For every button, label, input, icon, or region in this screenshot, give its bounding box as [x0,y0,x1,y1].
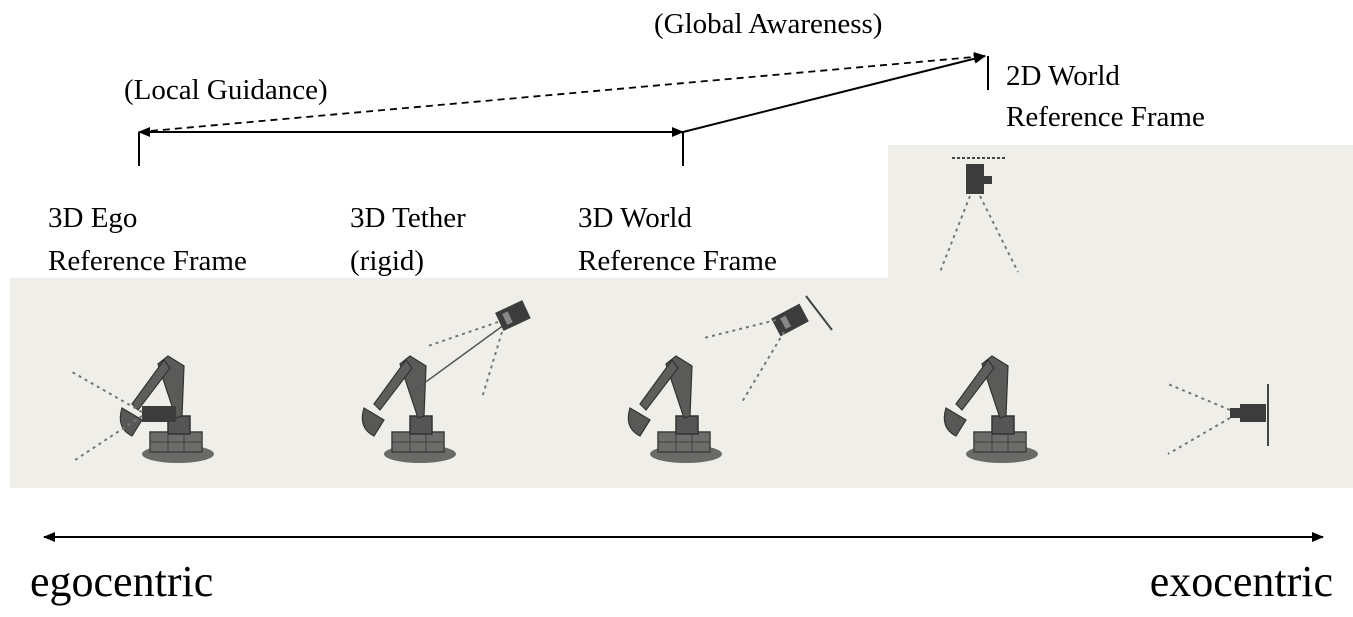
global-awareness-arrow [682,53,986,133]
world-2d-label-line2: Reference Frame [1006,101,1205,133]
global-awareness-label: (Global Awareness) [654,8,883,40]
camera-icon [495,300,531,331]
ego-3d-label-line2: Reference Frame [48,245,247,277]
tether-scene [361,300,531,464]
local-guidance-label: (Local Guidance) [124,74,328,106]
tether-3d-label-line2: (rigid) [350,245,425,277]
world-3d-scene [627,295,833,464]
world-3d-label-line2: Reference Frame [578,245,777,277]
camera-icon [142,406,176,422]
global-awareness-dashed-arrow [138,52,986,133]
camera-icon [771,303,809,337]
tether-3d-label-line1: 3D Tether [350,202,466,234]
egocentric-label: egocentric [30,557,214,606]
photo-panel-top [888,145,1353,280]
world-2d-scene [939,157,1269,464]
top-camera-icon [939,157,1019,273]
ego-3d-label-line1: 3D Ego [48,202,138,234]
exocentric-label: exocentric [1149,557,1333,606]
ego-scene [71,355,215,464]
world-3d-label-line1: 3D World [578,202,692,234]
world-2d-label-line1: 2D World [1006,60,1120,92]
side-camera-icon [1167,383,1269,455]
